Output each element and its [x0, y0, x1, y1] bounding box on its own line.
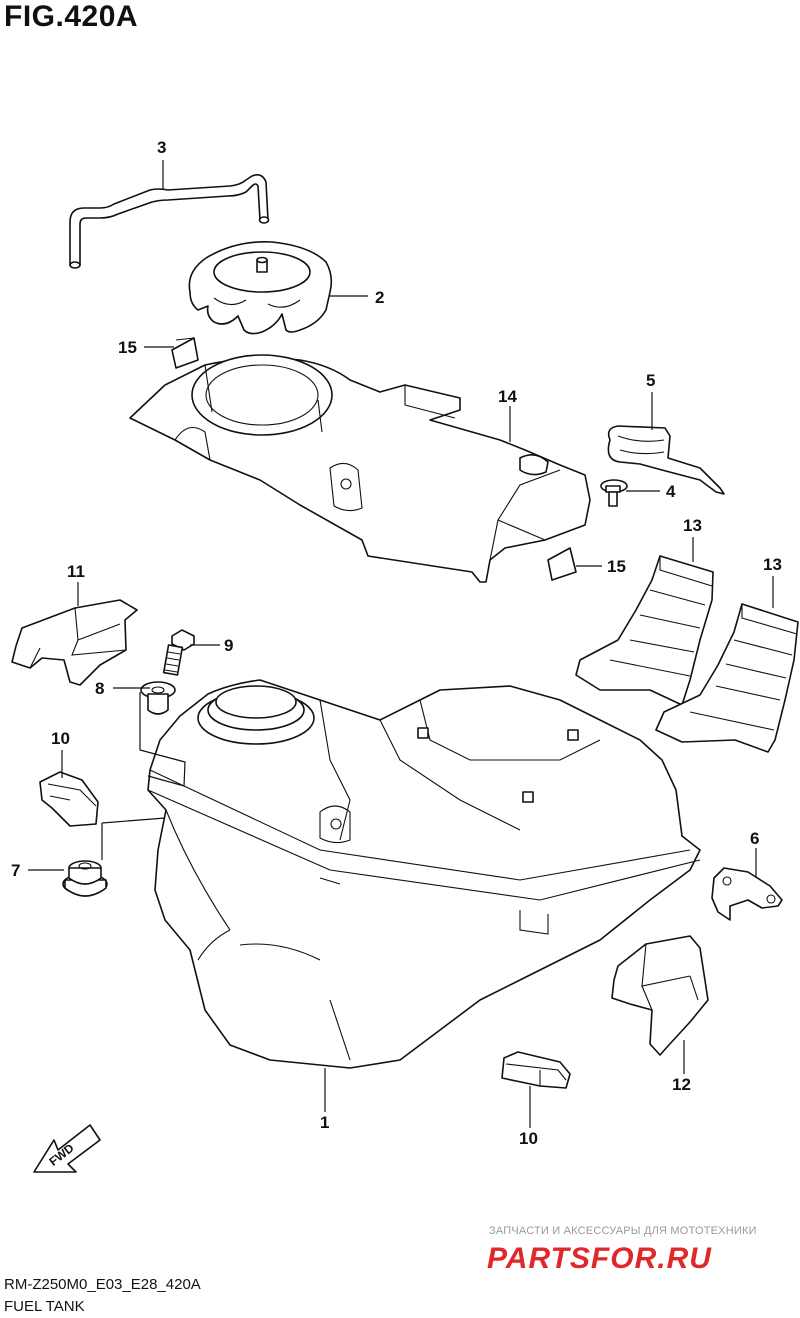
part-8-collar [140, 681, 176, 715]
callout-14: 14 [498, 387, 517, 406]
callout-11: 11 [67, 562, 85, 581]
part-12-bracket [611, 935, 709, 1056]
callout-2: 2 [375, 288, 385, 307]
part-11-bracket [11, 599, 138, 686]
callout-15-upper: 15 [118, 338, 137, 357]
part-5-clip [607, 425, 725, 495]
callout-3: 3 [157, 138, 167, 157]
watermark-logo: PARTSFOR.RU [487, 1242, 712, 1274]
part-15-pad-lower [547, 547, 577, 581]
callout-10-right: 10 [519, 1129, 538, 1148]
callout-13-left: 13 [683, 516, 702, 535]
part-7-grommet [62, 860, 108, 897]
part-13-pad-left [575, 555, 714, 706]
part-1-fuel-tank [147, 679, 701, 1069]
callout-9: 9 [224, 636, 234, 655]
callout-7: 7 [11, 861, 21, 880]
callout-13-right: 13 [763, 555, 782, 574]
callout-1: 1 [320, 1113, 330, 1132]
watermark-brand: PARTSFOR.RU [487, 1242, 712, 1274]
part-15-pad-upper [171, 337, 199, 369]
part-14-tank-cover [129, 354, 591, 583]
footer-model-code: RM-Z250M0_E03_E28_420A [4, 1276, 201, 1293]
part-9-bolt [162, 629, 195, 676]
footer-figure-name: FUEL TANK [4, 1298, 85, 1315]
part-13-pad-right [655, 603, 799, 753]
callout-4: 4 [666, 482, 676, 501]
part-2-fuel-cap [188, 241, 333, 335]
callout-10-left: 10 [51, 729, 70, 748]
part-10-damper-left [39, 771, 99, 827]
callout-6: 6 [750, 829, 760, 848]
callout-8: 8 [95, 679, 105, 698]
fwd-arrow-icon: FWD [33, 1124, 101, 1173]
part-6-plate [711, 867, 783, 921]
part-10-damper-right [501, 1051, 571, 1089]
callout-12: 12 [672, 1075, 691, 1094]
part-4-screw [600, 479, 628, 507]
callout-15-lower: 15 [607, 557, 626, 576]
watermark-tagline: ЗАПЧАСТИ И АКСЕССУАРЫ ДЛЯ МОТОТЕХНИКИ [489, 1225, 757, 1237]
part-3-breather-hose [69, 174, 270, 269]
figure-title: FIG.420A [4, 0, 139, 33]
leader-lines [28, 160, 774, 1128]
callout-5: 5 [646, 371, 656, 390]
